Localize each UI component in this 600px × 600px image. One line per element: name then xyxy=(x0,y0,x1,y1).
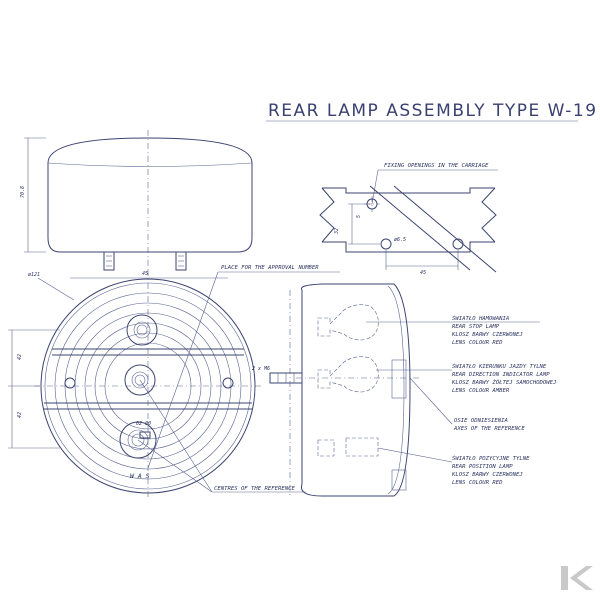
callout-axes-line2: AXES OF THE REFERENCE xyxy=(453,426,525,432)
front-view: 45 ø121 42 42 02 00 W A S PLACE FOR THE … xyxy=(8,265,340,500)
callout-position-line4: LENS COLOUR RED xyxy=(452,480,503,486)
fixing-dim-hole: ø6.5 xyxy=(394,237,406,243)
top-view: 70.8 xyxy=(20,130,253,275)
callout-indicator-line1: ŚWIATŁO KIERUNKU JAZDY TYLNE xyxy=(452,363,547,370)
fixing-label: FIXING OPENINGS IN THE CARRIAGE xyxy=(384,163,489,169)
callout-stop-line4: LENS COLOUR RED xyxy=(452,340,503,346)
callout-indicator-line4: LENS COLOUR AMBER xyxy=(452,388,510,394)
front-width-dim: 45 xyxy=(142,271,148,277)
callout-stop-line3: KLOSZ BARWY CZERWONEJ xyxy=(451,332,523,338)
approval-marking-small: 02 00 xyxy=(136,421,151,427)
fixing-dim-top: 5 xyxy=(356,215,362,218)
callout-indicator: ŚWIATŁO KIERUNKU JAZDY TYLNE REAR DIRECT… xyxy=(376,363,557,394)
approval-label: PLACE FOR THE APPROVAL NUMBER xyxy=(221,265,319,271)
left-dim-lower: 42 xyxy=(17,412,23,418)
side-view: 2 x M6 xyxy=(252,283,420,497)
callout-position-line3: KLOSZ BARWY CZERWONEJ xyxy=(451,472,523,478)
left-dim-upper: 42 xyxy=(17,354,23,360)
callout-position-line2: REAR POSITION LAMP xyxy=(452,464,513,470)
callout-axes-line1: OSIE ODNIESIENIA xyxy=(454,418,508,424)
callout-stop-line2: REAR STOP LAMP xyxy=(452,324,500,330)
callout-axes: OSIE ODNIESIENIA AXES OF THE REFERENCE xyxy=(409,377,525,432)
callout-stop-line1: ŚWIATŁO HAMOWANIA xyxy=(452,315,509,322)
fixing-dim-bottom: 45 xyxy=(420,270,426,276)
callout-position: ŚWIATŁO POZYCYJNE TYLNE REAR POSITION LA… xyxy=(377,447,530,486)
callout-indicator-line2: REAR DIRECTION INDICATOR LAMP xyxy=(452,372,550,378)
centres-label: CENTRES OF THE REFERENCE xyxy=(214,486,295,492)
drawing-title: REAR LAMP ASSEMBLY TYPE W-19 P xyxy=(268,101,600,121)
height-dim: 70.8 xyxy=(20,186,26,198)
callout-position-line1: ŚWIATŁO POZYCYJNE TYLNE xyxy=(452,455,530,462)
bolt-label: 2 x M6 xyxy=(252,366,270,372)
k-logo xyxy=(561,566,593,590)
fixing-dim-side: 32 xyxy=(334,228,340,235)
diameter-dim: ø121 xyxy=(28,272,40,278)
fixing-detail: FIXING OPENINGS IN THE CARRIAGE 5 32 ø6.… xyxy=(319,163,498,276)
callout-indicator-line3: KLOSZ BARWY ŻÓŁTEJ SAMOCHODOWEJ xyxy=(451,379,557,386)
callout-stop: ŚWIATŁO HAMOWANIA REAR STOP LAMP KLOSZ B… xyxy=(366,315,540,346)
approval-marking: W A S xyxy=(130,472,150,480)
